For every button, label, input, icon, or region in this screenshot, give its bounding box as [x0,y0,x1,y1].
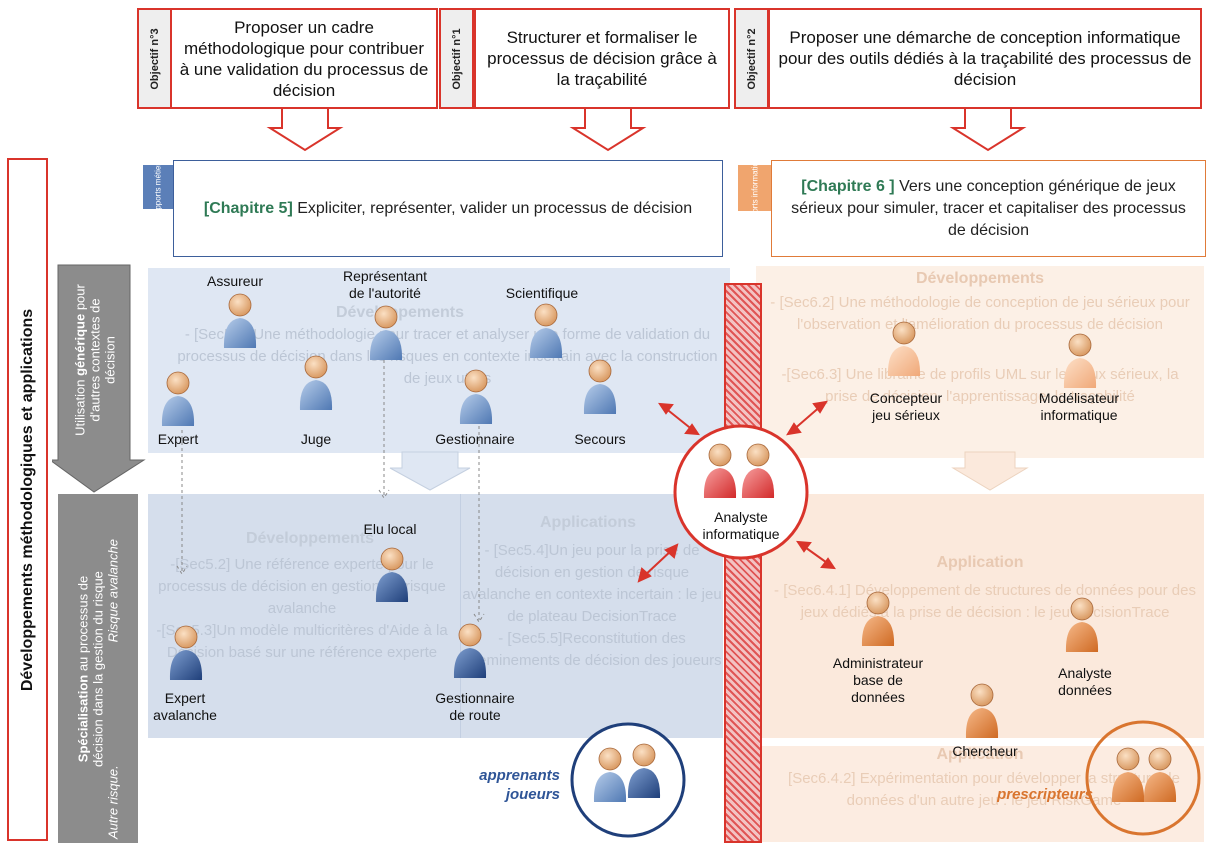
chapter-6-heading: [Chapitre 6 ] [801,177,895,195]
assureur-person-icon [223,293,257,349]
administrateur-person-icon [861,591,895,647]
bottom-mid-panel-text: - [Sec5.4]Un jeu pour la prise de décisi… [462,542,722,669]
down-arrow-icon [389,451,471,491]
label-expert: Expert [157,431,199,447]
label-scientifique: Scientifique [505,285,579,301]
analyste-circle [673,424,809,560]
label-gestionnaire-route-2: de route [449,707,501,723]
objective-arrows [266,107,1027,152]
label-modelisateur-2: informatique [1040,407,1118,423]
label-admin-1: Administrateur [832,655,924,671]
label-juge: Juge [300,431,332,447]
expert-person-icon [161,371,195,427]
expert-avalanche-person-icon [169,625,203,681]
chapter-5-text: Expliciter, représenter, valider un proc… [292,199,693,217]
label-assureur: Assureur [206,273,264,289]
label-expert-avalanche-1: Expert [164,690,206,706]
label-analyste-donnees-2: données [1058,682,1112,698]
apprenants-line2: joueurs [505,786,560,803]
prescripteur-person-icon-2 [1143,747,1177,803]
label-analyste-info-2: informatique [702,526,780,542]
chercheur-person-icon [965,683,999,739]
apports-metiers-tag: Apports métiers [143,159,173,215]
label-concepteur-2: jeu sérieux [872,407,940,423]
specialisation-bar: Spécialisation au processus de décision … [58,494,138,843]
label-admin-3: données [851,689,905,705]
bottom-right-panel-title: Application [936,554,1024,571]
label-gestionnaire: Gestionnaire [435,431,515,447]
apprenants-label: apprenants joueurs [440,766,560,804]
hatched-separator [724,283,762,843]
label-analyste-info-1: Analyste [714,509,768,525]
secours-person-icon [583,359,617,415]
label-expert-avalanche-2: avalanche [153,707,217,723]
label-elu-local: Elu local [363,521,417,537]
objective-2-box: Proposer une démarche de conception info… [768,8,1202,109]
apprenants-circle [570,722,686,838]
elu-local-person-icon [375,547,409,603]
apports-informatiques-tag: Apports informatiques [738,149,771,227]
gestionnaire-route-person-icon [453,623,487,679]
bottom-right-panel-2-text: [Sec6.4.2] Expérimentation pour développ… [788,770,1180,809]
down-arrow-icon [569,107,647,152]
prescripteurs-circle [1085,720,1201,836]
label-modelisateur-1: Modélisateur [1038,390,1120,406]
label-secours: Secours [574,431,626,447]
top-right-panel [756,266,1204,458]
transition-arrows [389,451,1029,491]
chapter-5-heading: [Chapitre 5] [203,199,293,217]
objective-3-text: Proposer un cadre méthodologique pour co… [179,17,429,100]
chapter-5-box: [Chapitre 5] Expliciter, représenter, va… [173,160,723,257]
concepteur-person-icon [887,321,921,377]
top-right-panel-title: Développements [915,270,1045,287]
objective-1-tag: Objectif n°1 [439,8,474,109]
apprenants-line1: apprenants [479,767,560,784]
top-right-panel-text1: - [Sec6.2] Une méthodologie de conceptio… [770,294,1190,333]
modelisateur-person-icon [1063,333,1097,389]
label-analyste-donnees-1: Analyste [1058,665,1112,681]
chapter-6-text: Vers une conception générique de jeux sé… [791,177,1186,239]
juge-person-icon [299,355,333,411]
scientifique-person-icon [529,303,563,359]
prescripteur-person-icon [1111,747,1145,803]
analyste-donnees-person-icon [1065,597,1099,653]
panel-divider [460,494,461,738]
label-representant-2: de l'autorité [349,285,421,301]
label-gestionnaire-route-1: Gestionnaire [435,690,515,706]
objective-1-box: Structurer et formaliser le processus de… [474,8,730,109]
objective-3-tag: Objectif n°3 [137,8,172,109]
down-arrow-icon [951,451,1029,491]
bottom-mid-panel-title: Applications [539,514,636,531]
bottom-left-panels [148,494,723,738]
objective-1-text: Structurer et formaliser le processus de… [487,28,717,89]
chapter-6-box: [Chapitre 6 ] Vers une conception généri… [771,160,1206,257]
gestionnaire-person-icon [459,369,493,425]
top-left-panel-title: Développements [335,304,465,321]
label-admin-2: base de [853,672,903,688]
generic-arrow [52,264,146,493]
label-concepteur-1: Concepteur [869,390,943,406]
label-representant-1: Représentant [342,268,428,284]
bottom-right-panel-2-title: Application [936,746,1024,763]
representant-person-icon [369,305,403,361]
objective-3-box: Proposer un cadre méthodologique pour co… [170,8,438,109]
label-chercheur: Chercheur [952,743,1018,759]
objective-2-text: Proposer une démarche de conception info… [778,28,1192,89]
left-main-bar: Développements méthodologiques et applic… [7,158,48,841]
down-arrow-icon [949,107,1027,152]
bottom-left-panel-title: Développements [245,530,375,547]
down-arrow-icon [266,107,344,152]
prescripteurs-label: prescripteurs [997,786,1093,803]
